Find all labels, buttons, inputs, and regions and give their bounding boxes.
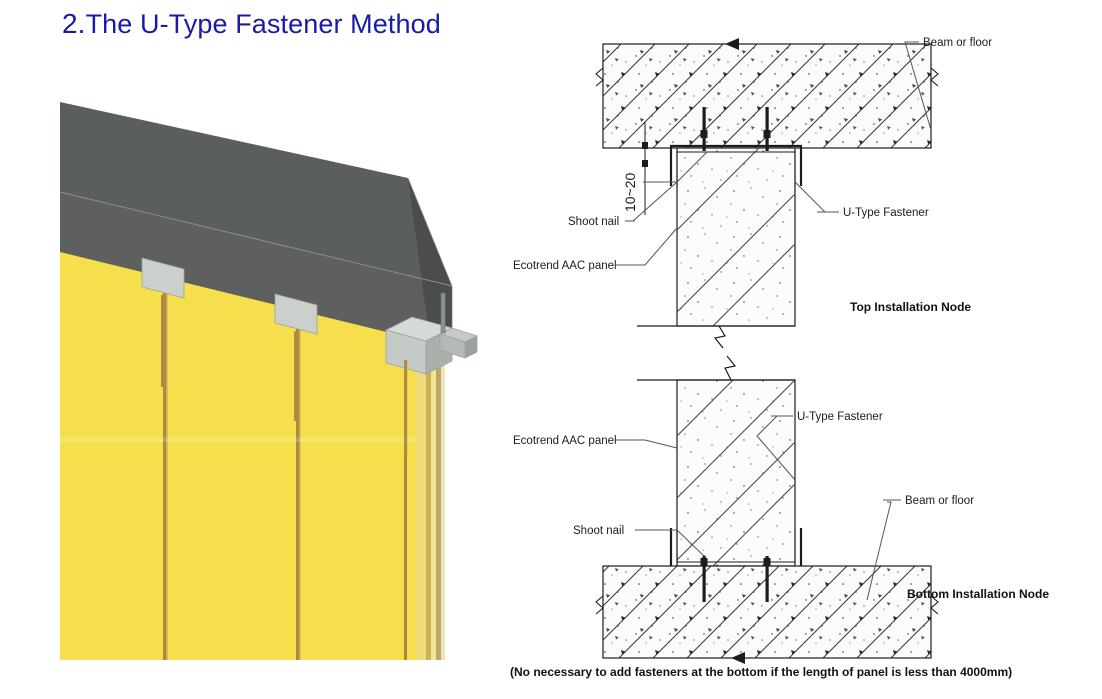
ecotrend-aac-panel-section-bottom [637,355,796,567]
label-u-type-fastener-bottom-text: U-Type Fastener [797,411,883,423]
top-node-caption: Top Installation Node [850,300,971,314]
label-beam-or-floor-bottom-text: Beam or floor [905,495,974,507]
top-installation-node: 10~20 Beam or floor U-Type Fastener Shoo… [513,37,992,349]
label-beam-or-floor-top: Beam or floor [904,37,992,131]
u-type-fastener-plate [141,257,185,387]
aac-wall-panels [60,235,416,660]
shoot-nail-bottom-b [763,556,771,602]
bottom-node-caption: Bottom Installation Node [907,587,1049,601]
label-shoot-nail-top-text: Shoot nail [568,216,619,228]
label-shoot-nail-bottom: Shoot nail [573,525,705,557]
shoot-nail-top-a [700,107,708,151]
gap-dimension-text: 10~20 [622,172,638,212]
slide-number: 2. [62,8,86,39]
bottom-installation-node: U-Type Fastener Ecotrend AAC panel Shoot… [513,355,1049,664]
label-u-type-fastener-bottom: U-Type Fastener [756,411,883,481]
cad-detail-drawings: 10~20 Beam or floor U-Type Fastener Shoo… [495,0,1102,699]
ecotrend-aac-panel-section [637,147,796,349]
u-type-fastener-plate [274,293,318,421]
panel-joint-lines [163,260,407,660]
panel-edge-return [416,333,445,660]
shoot-nail-top-b [763,107,771,151]
isometric-3d-render [60,90,510,660]
label-u-type-fastener-top-text: U-Type Fastener [843,207,929,219]
footer-note: (No necessary to add fasteners at the bo… [510,665,1012,679]
label-shoot-nail-top: Shoot nail [568,151,708,228]
u-type-fastener-plates [141,257,478,455]
label-ecotrend-aac-panel-top-text: Ecotrend AAC panel [513,260,617,272]
page-title: 2.The U-Type Fastener Method [62,8,441,40]
label-ecotrend-aac-panel-bottom-text: Ecotrend AAC panel [513,435,617,447]
u-type-fastener-section [669,144,803,186]
label-ecotrend-aac-panel-bottom: Ecotrend AAC panel [513,435,678,449]
shoot-nail-bottom-a [700,556,708,602]
label-u-type-fastener-top: U-Type Fastener [794,181,929,219]
gap-dimension: 10~20 [603,122,677,215]
label-ecotrend-aac-panel-top: Ecotrend AAC panel [513,227,678,272]
u-type-fastener-plate-corner [384,292,478,455]
label-beam-or-floor-bottom: Beam or floor [866,495,974,601]
label-beam-or-floor-top-text: Beam or floor [923,37,992,49]
slide-title-text: The U-Type Fastener Method [85,9,441,39]
label-shoot-nail-bottom-text: Shoot nail [573,525,624,537]
